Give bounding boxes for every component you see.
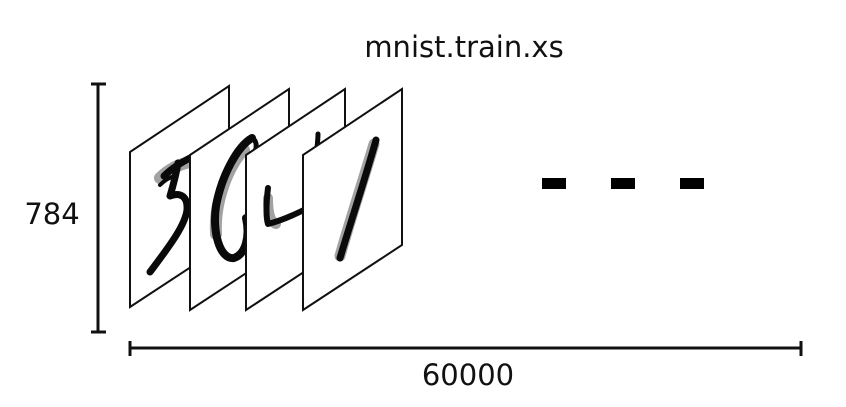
height-dimension-bracket bbox=[91, 82, 106, 334]
digit-5-glyph bbox=[146, 153, 196, 276]
ellipsis-dash-2 bbox=[611, 178, 635, 189]
width-dimension-bracket bbox=[128, 341, 803, 356]
digit-1-glyph bbox=[334, 136, 380, 262]
more-images-ellipsis bbox=[542, 178, 704, 189]
ellipsis-dash-3 bbox=[680, 178, 704, 189]
diagram-title: mnist.train.xs bbox=[364, 30, 563, 64]
width-dimension-label: 60000 bbox=[422, 358, 514, 392]
ellipsis-dash-1 bbox=[542, 178, 566, 189]
image-card-digit-1 bbox=[302, 87, 403, 312]
height-dimension-label: 784 bbox=[24, 197, 79, 231]
